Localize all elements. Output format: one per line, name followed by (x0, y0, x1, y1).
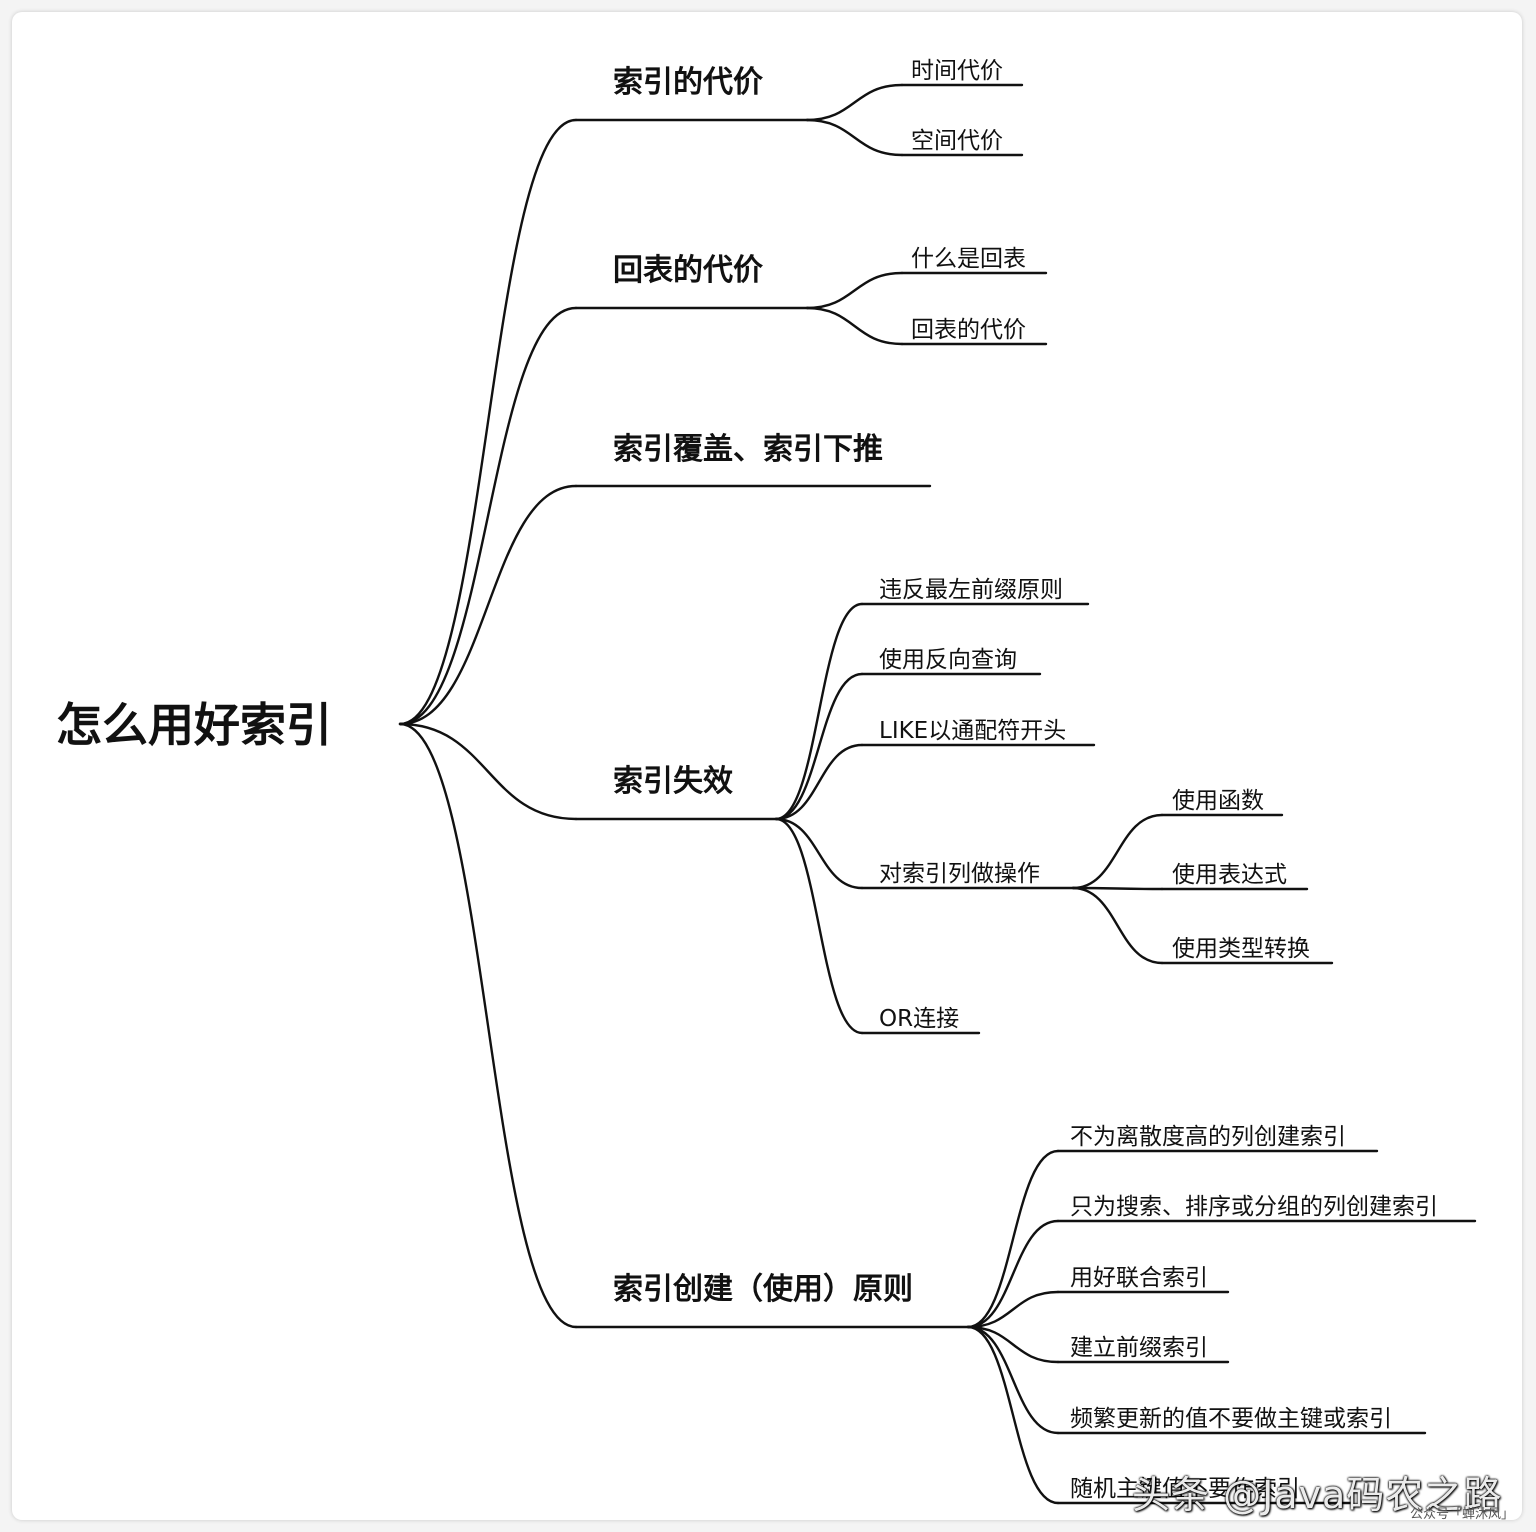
leaf-label: 使用反向查询 (879, 647, 1017, 673)
root-connector-0 (398, 118, 578, 726)
leaf-label: OR连接 (879, 1006, 959, 1032)
mind-map: 怎么用好索引 索引的代价 时间代价 空间代价 回表的代价 什么是回表 回表的代价… (56, 58, 1477, 1505)
child-connector-4-5 (966, 1325, 1060, 1505)
child-connector-3-1 (774, 672, 864, 821)
branch-label-index-invalid: 索引失效 (613, 764, 733, 799)
root-connector-4 (398, 722, 578, 1329)
leaf-label: 回表的代价 (911, 317, 1026, 343)
leaf-label: 违反最左前缀原则 (879, 577, 1063, 603)
branch-label-index-cost: 索引的代价 (613, 65, 763, 100)
leaf-label: 不为离散度高的列创建索引 (1070, 1124, 1346, 1150)
child-connector-3-2 (774, 743, 864, 821)
child-connector-3-0 (774, 602, 864, 821)
leaf-label: 使用函数 (1172, 788, 1264, 814)
leaf-label: 什么是回表 (911, 246, 1026, 272)
child-connector-4-1 (966, 1219, 1060, 1329)
leaf-label: 使用类型转换 (1172, 936, 1310, 962)
leaf-label: 随机主键值不要作索引 (1070, 1476, 1300, 1502)
child-connector-3-3 (774, 817, 864, 890)
root-node-label: 怎么用好索引 (56, 698, 332, 752)
branch-label-lookup-cost: 回表的代价 (613, 253, 763, 288)
leaf-label: 空间代价 (911, 128, 1003, 154)
leaf-label: 只为搜索、排序或分组的列创建索引 (1070, 1194, 1438, 1220)
leaf-label: LIKE以通配符开头 (879, 718, 1066, 744)
canvas-card: 怎么用好索引 索引的代价 时间代价 空间代价 回表的代价 什么是回表 回表的代价… (12, 12, 1522, 1520)
nodes-layer: 怎么用好索引 索引的代价 时间代价 空间代价 回表的代价 什么是回表 回表的代价… (56, 58, 1438, 1502)
branch-label-covering-index: 索引覆盖、索引下推 (613, 432, 883, 467)
child-connector-0-1 (805, 118, 904, 157)
leaf-label: 建立前缀索引 (1070, 1335, 1208, 1361)
leaf-label: 频繁更新的值不要做主键或索引 (1070, 1406, 1392, 1432)
grandchild-connector-1 (1071, 886, 1164, 891)
child-connector-1-0 (805, 271, 904, 310)
root-connector-2 (398, 484, 578, 726)
child-connector-1-1 (805, 306, 904, 346)
leaf-label: 用好联合索引 (1070, 1265, 1208, 1291)
root-connector-3 (398, 722, 578, 821)
child-connector-4-2 (966, 1290, 1060, 1329)
watermark-main: 头条 @Java码农之路 (1132, 1473, 1503, 1517)
leaf-label: 时间代价 (911, 58, 1003, 84)
child-connector-3-4 (774, 817, 864, 1035)
watermark-sub: 公众号「蝉沐风」 (1410, 1507, 1515, 1520)
root-connector-1 (398, 306, 578, 726)
grandchild-connector-2 (1071, 886, 1164, 965)
child-connector-0-0 (805, 83, 904, 122)
branch-label-creation-principles: 索引创建（使用）原则 (613, 1272, 913, 1307)
edges-layer (398, 83, 1477, 1505)
child-connector-4-0 (966, 1149, 1060, 1329)
subtopic-label-column-operation: 对索引列做操作 (879, 861, 1040, 887)
leaf-label: 使用表达式 (1172, 862, 1287, 888)
child-connector-4-4 (966, 1325, 1060, 1435)
child-connector-4-3 (966, 1325, 1060, 1364)
grandchild-connector-0 (1071, 813, 1164, 890)
